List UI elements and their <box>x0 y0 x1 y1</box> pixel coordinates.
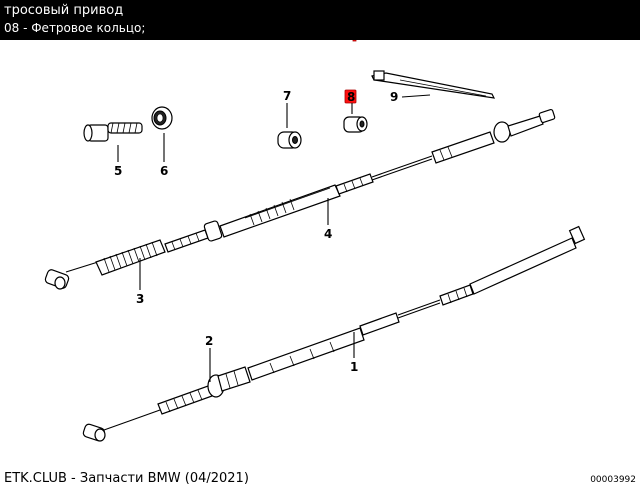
callout-1[interactable]: 1 <box>350 360 358 374</box>
part-9-cable-tie[interactable] <box>371 70 496 99</box>
page-subtitle: 08 - Фетровое кольцо; <box>4 21 146 35</box>
callout-2[interactable]: 2 <box>205 334 213 348</box>
callout-8-highlight <box>344 89 357 104</box>
callout-5[interactable]: 5 <box>114 164 122 178</box>
header-bar: тросовый привод 08 - Фетровое кольцо; <box>0 0 640 40</box>
callout-6[interactable]: 6 <box>160 164 168 178</box>
callout-7[interactable]: 7 <box>283 89 291 103</box>
page-title: тросовый привод <box>4 3 124 18</box>
diagram-code: 00003992 <box>590 475 636 485</box>
leader-9 <box>401 94 431 98</box>
callout-9[interactable]: 9 <box>390 90 398 104</box>
footer-bar: ETK.CLUB - Запчасти BMW (04/2021) 000039… <box>0 465 640 492</box>
callout-4[interactable]: 4 <box>324 227 332 241</box>
footer-copyright: ETK.CLUB - Запчасти BMW (04/2021) <box>4 471 249 486</box>
parts-diagram: 1 2 3 4 5 6 7 8 9 <box>44 40 586 442</box>
part-6-nut[interactable] <box>151 106 173 130</box>
callout-8[interactable]: 8 <box>347 90 355 104</box>
part-4-cable[interactable] <box>44 109 556 290</box>
top-marker <box>352 40 357 42</box>
part-1-cable[interactable] <box>82 225 586 442</box>
part-7-felt-ring[interactable] <box>277 131 302 149</box>
callout-3[interactable]: 3 <box>136 292 144 306</box>
part-8-felt-ring[interactable] <box>343 116 368 133</box>
part-5-bolt[interactable] <box>83 122 143 142</box>
